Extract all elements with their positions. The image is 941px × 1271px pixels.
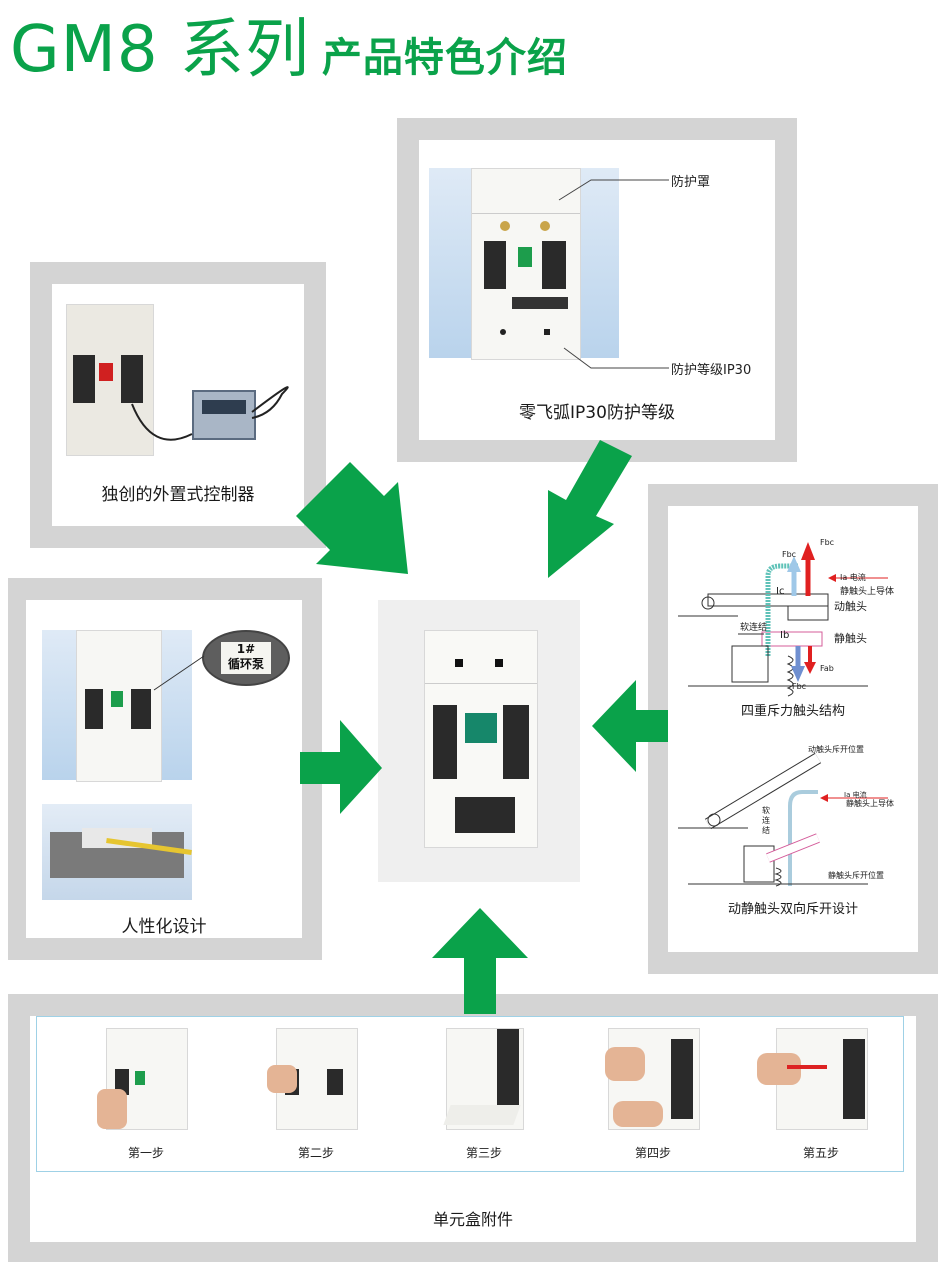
step-label-4: 第四步 — [634, 1146, 671, 1160]
controller-breaker-image — [66, 304, 154, 456]
step2-image — [267, 1028, 358, 1130]
d2-static-top-conductor: 静触头上导体 — [846, 799, 894, 808]
protection-label-top: 防护罩 — [671, 175, 711, 190]
d1-caption: 四重斥力触头结构 — [740, 704, 845, 719]
humanized-leader-line — [153, 655, 205, 691]
protection-caption: 零飞弧IP30防护等级 — [519, 403, 675, 423]
accessory-steps-box — [36, 1016, 904, 1172]
center-breaker-image — [424, 630, 538, 848]
d2-caption: 动静触头双向斥开设计 — [727, 902, 858, 917]
step1-image — [97, 1028, 188, 1130]
d1-static-contact: 静触头 — [834, 632, 867, 645]
controller-panel: 独创的外置式控制器 — [30, 262, 326, 548]
step-label-3: 第三步 — [465, 1146, 502, 1160]
d1-fbc-bottom: Fbc — [792, 682, 807, 691]
pump-tag-line2: 循环泵 — [227, 657, 264, 671]
humanized-caption: 人性化设计 — [121, 917, 207, 937]
protection-breaker-image — [471, 168, 581, 360]
title-prefix: GM8 系列 — [10, 13, 310, 87]
d2-moving-open: 动触头斥开位置 — [808, 745, 864, 754]
step-label-1: 第一步 — [127, 1146, 164, 1160]
accessory-panel-inner: 第一步 第二步 第三步 第四步 第五步 单元盒附件 — [30, 1016, 916, 1242]
title-suffix: 产品特色介绍 — [321, 35, 568, 81]
d1-ia-label: Ia 电流 — [840, 573, 866, 582]
protection-panel-inner: 防护罩 防护等级IP30 零飞弧IP30防护等级 — [419, 140, 775, 440]
controller-caption: 独创的外置式控制器 — [101, 485, 255, 505]
page-title: GM8 系列产品特色介绍 — [10, 10, 568, 98]
controller-cable — [131, 386, 289, 441]
humanized-photo-bottom — [42, 804, 192, 900]
d1-soft-link: 软连结 — [740, 623, 768, 633]
contact-panel-inner: Fbc Fbc Ia 电流 静触头上导体 Ic 动触头 软连结 Ib 静触头 F… — [668, 506, 918, 952]
pump-tag-image: 1# 循环泵 — [202, 630, 290, 686]
protection-leader-lines — [558, 179, 669, 369]
humanized-panel-inner: 1# 循环泵 人性化设计 — [26, 600, 302, 938]
humanized-panel: 1# 循环泵 人性化设计 — [8, 578, 322, 960]
d1-moving-contact: 动触头 — [834, 600, 867, 613]
step-label-5: 第五步 — [802, 1146, 839, 1160]
center-product-frame — [378, 600, 580, 882]
controller-panel-inner: 独创的外置式控制器 — [52, 284, 304, 526]
d1-ib-label: Ib — [780, 630, 790, 641]
d1-fbc-left: Fbc — [782, 550, 797, 559]
d1-static-top-conductor: 静触头上导体 — [840, 587, 895, 597]
protection-panel: 防护罩 防护等级IP30 零飞弧IP30防护等级 — [397, 118, 797, 462]
step4-image — [605, 1028, 700, 1130]
d2-ia-label: Ia 电流 — [844, 791, 867, 799]
d1-fbc-top: Fbc — [820, 538, 835, 547]
controller-display-image — [192, 390, 256, 440]
step-label-2: 第二步 — [297, 1146, 334, 1160]
contact-diagram-svg — [678, 542, 888, 887]
pump-tag-line1: 1# — [236, 642, 256, 656]
step3-image — [443, 1028, 524, 1130]
d1-fab-label: Fab — [820, 664, 834, 673]
d2-soft-link: 软连结 — [762, 806, 770, 835]
step5-image — [757, 1028, 868, 1130]
accessory-panel: 第一步 第二步 第三步 第四步 第五步 单元盒附件 — [8, 994, 938, 1262]
protection-label-bottom: 防护等级IP30 — [671, 363, 752, 378]
accessory-caption: 单元盒附件 — [432, 1210, 513, 1229]
d1-ic-label: Ic — [776, 586, 785, 597]
humanized-breaker-image — [76, 630, 162, 782]
d2-static-open: 静触头斥开位置 — [828, 871, 884, 880]
contact-panel: Fbc Fbc Ia 电流 静触头上导体 Ic 动触头 软连结 Ib 静触头 F… — [648, 484, 938, 974]
